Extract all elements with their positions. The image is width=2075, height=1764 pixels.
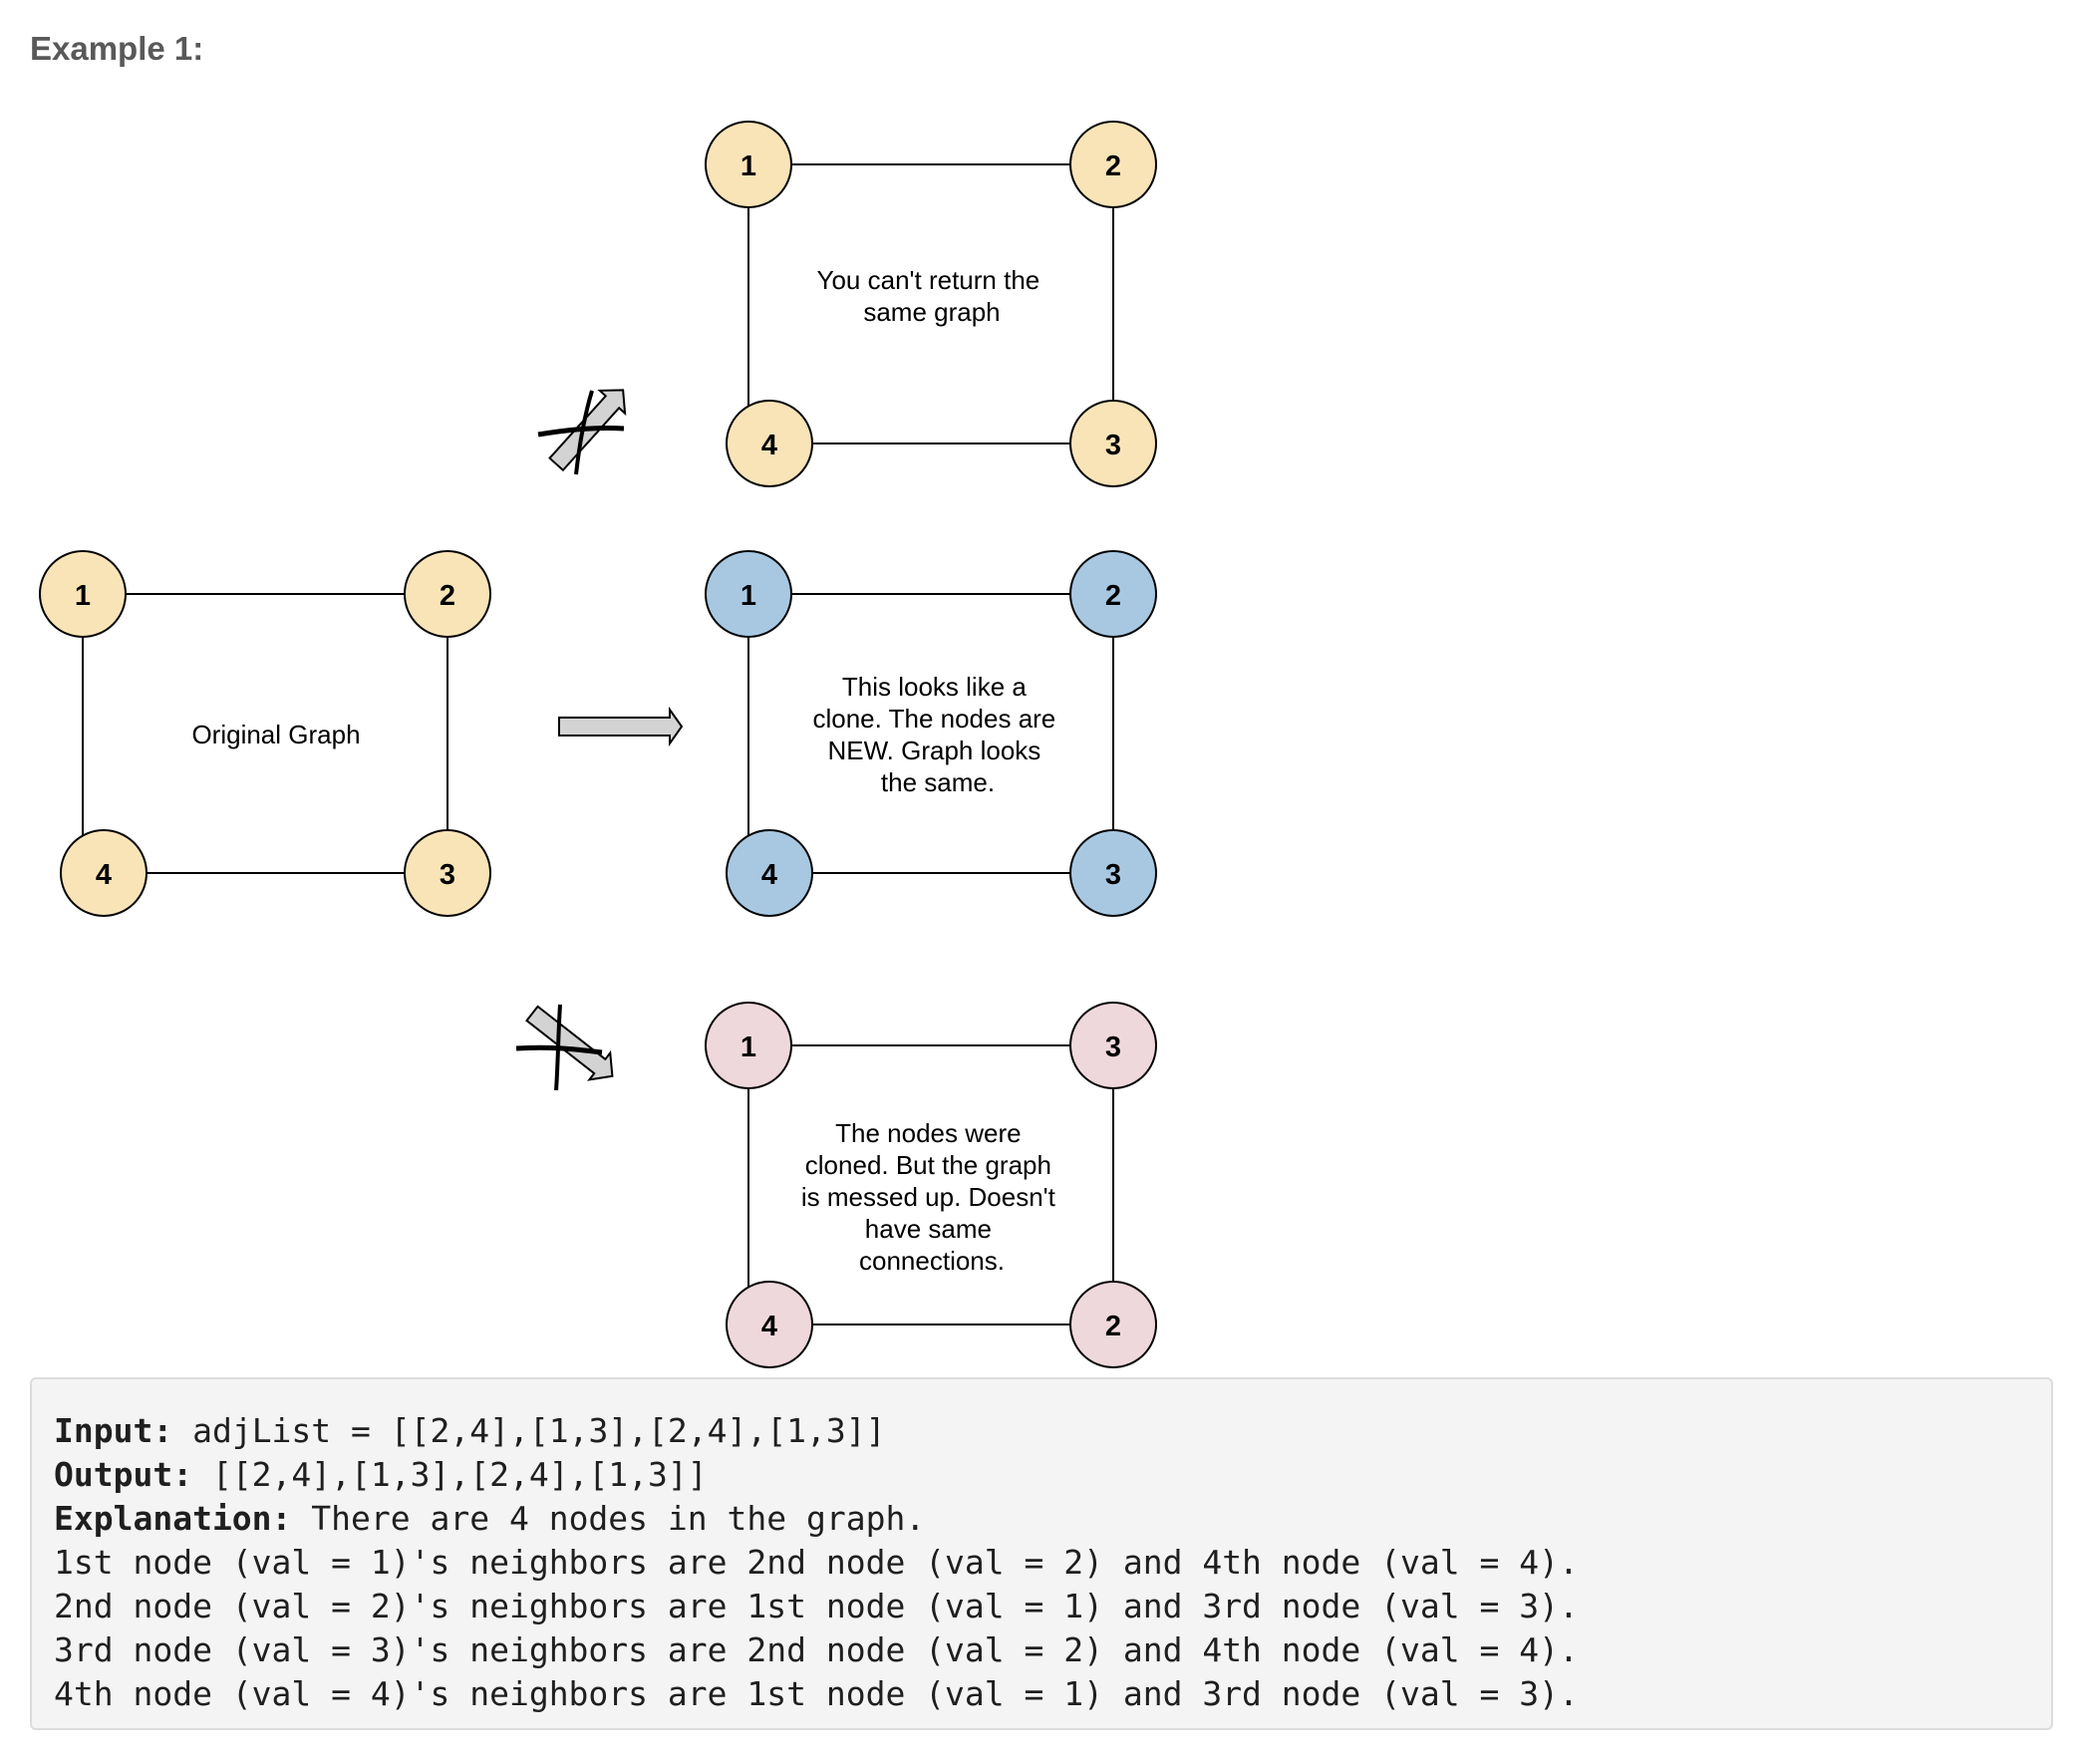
node-label: 1 (741, 1031, 756, 1063)
node-circle (726, 829, 813, 917)
caption-line: the same. (881, 767, 995, 797)
node-label: 1 (741, 150, 756, 182)
explanation-detail-line: 1st node (val = 1)'s neighbors are 2nd n… (54, 1543, 1579, 1582)
node-circle (404, 550, 491, 638)
graph-node: 1 (705, 1002, 792, 1089)
caption-line: same graph (863, 297, 1000, 327)
explanation-label: Explanation: (54, 1499, 292, 1538)
graph-node: 2 (1069, 121, 1157, 208)
graph-node: 2 (1069, 1281, 1157, 1368)
caption-line: is messed up. Doesn't (801, 1182, 1056, 1212)
input-line: Input: adjList = [[2,4],[1,3],[2,4],[1,3… (54, 1409, 2029, 1453)
graph-node: 2 (1069, 550, 1157, 638)
graph-node: 1 (39, 550, 127, 638)
input-label: Input: (54, 1411, 173, 1450)
graph-node: 3 (1069, 1002, 1157, 1089)
caption-line: You can't return the (817, 265, 1040, 295)
graph-clone: 1 2 3 4 This looks like a clone. The nod… (705, 550, 1157, 917)
input-value: adjList = [[2,4],[1,3],[2,4],[1,3]] (172, 1411, 886, 1450)
node-label: 3 (1105, 1031, 1121, 1063)
node-circle (705, 550, 792, 638)
caption-line: Original Graph (191, 720, 360, 749)
node-circle (1069, 1281, 1157, 1368)
graph-caption: The nodes were cloned. But the graph is … (801, 1118, 1062, 1276)
graph-same: 1 2 3 4 You can't return the same graph (705, 121, 1157, 487)
node-circle (726, 1281, 813, 1368)
node-label: 3 (440, 859, 455, 891)
caption-line: NEW. Graph looks (827, 735, 1040, 765)
graph-edges (82, 593, 448, 874)
node-label: 4 (96, 859, 112, 891)
explanation-detail-line: 3rd node (val = 3)'s neighbors are 2nd n… (54, 1630, 1579, 1669)
node-circle (404, 829, 491, 917)
node-label: 2 (440, 580, 455, 612)
output-line: Output: [[2,4],[1,3],[2,4],[1,3]] (54, 1453, 2029, 1497)
graph-edges (747, 593, 1114, 874)
node-label: 1 (75, 580, 91, 612)
graph-node: 4 (726, 829, 813, 917)
node-label: 4 (761, 859, 777, 891)
crossed-arrow-down-icon (515, 1004, 614, 1091)
node-label: 3 (1105, 430, 1121, 461)
caption-line: connections. (859, 1246, 1005, 1276)
explanation-line: Explanation: There are 4 nodes in the gr… (54, 1497, 2029, 1541)
graph-edges (747, 163, 1114, 444)
caption-line: cloned. But the graph (805, 1150, 1051, 1180)
graph-diagram: 1 2 3 4 Original Graph 1 2 3 4 You can't… (39, 121, 1157, 1368)
node-circle (1069, 121, 1157, 208)
graph-node: 3 (404, 829, 491, 917)
node-circle (39, 550, 127, 638)
output-label: Output: (54, 1455, 193, 1494)
graph-original: 1 2 3 4 Original Graph (39, 550, 491, 917)
node-label: 2 (1105, 150, 1121, 182)
graph-node: 3 (1069, 400, 1157, 487)
graph-node: 1 (705, 121, 792, 208)
graph-caption: Original Graph (191, 720, 360, 749)
graph-node: 4 (726, 1281, 813, 1368)
caption-line: clone. The nodes are (812, 704, 1055, 734)
node-circle (1069, 550, 1157, 638)
graph-caption: You can't return the same graph (817, 265, 1047, 327)
node-circle (1069, 1002, 1157, 1089)
graph-node: 1 (705, 550, 792, 638)
node-circle (60, 829, 148, 917)
explanation-detail-line: 4th node (val = 4)'s neighbors are 1st n… (54, 1674, 1579, 1713)
node-circle (1069, 400, 1157, 487)
graph-caption: This looks like a clone. The nodes are N… (812, 672, 1062, 797)
node-circle (1069, 829, 1157, 917)
graph-node: 3 (1069, 829, 1157, 917)
output-value: [[2,4],[1,3],[2,4],[1,3]] (192, 1455, 708, 1494)
graph-node: 4 (60, 829, 148, 917)
node-label: 2 (1105, 1311, 1121, 1342)
node-circle (726, 400, 813, 487)
graph-wrong: 1 3 2 4 The nodes were cloned. But the g… (705, 1002, 1157, 1368)
node-circle (705, 121, 792, 208)
example-code-block: Input: adjList = [[2,4],[1,3],[2,4],[1,3… (30, 1377, 2053, 1730)
graph-node: 4 (726, 400, 813, 487)
node-circle (705, 1002, 792, 1089)
node-label: 1 (741, 580, 756, 612)
graph-node: 2 (404, 550, 491, 638)
arrow-right-icon (558, 706, 684, 747)
node-label: 2 (1105, 580, 1121, 612)
example-heading: Example 1: (30, 30, 204, 67)
explanation-value: There are 4 nodes in the graph. (291, 1499, 926, 1538)
node-label: 3 (1105, 859, 1121, 891)
node-label: 4 (761, 1311, 777, 1342)
graph-edges (747, 1044, 1114, 1325)
node-label: 4 (761, 430, 777, 461)
caption-line: This looks like a (842, 672, 1027, 702)
crossed-arrow-up-icon (537, 389, 627, 475)
explanation-detail-line: 2nd node (val = 2)'s neighbors are 1st n… (54, 1587, 1579, 1625)
caption-line: have same (865, 1214, 992, 1244)
caption-line: The nodes were (835, 1118, 1021, 1148)
